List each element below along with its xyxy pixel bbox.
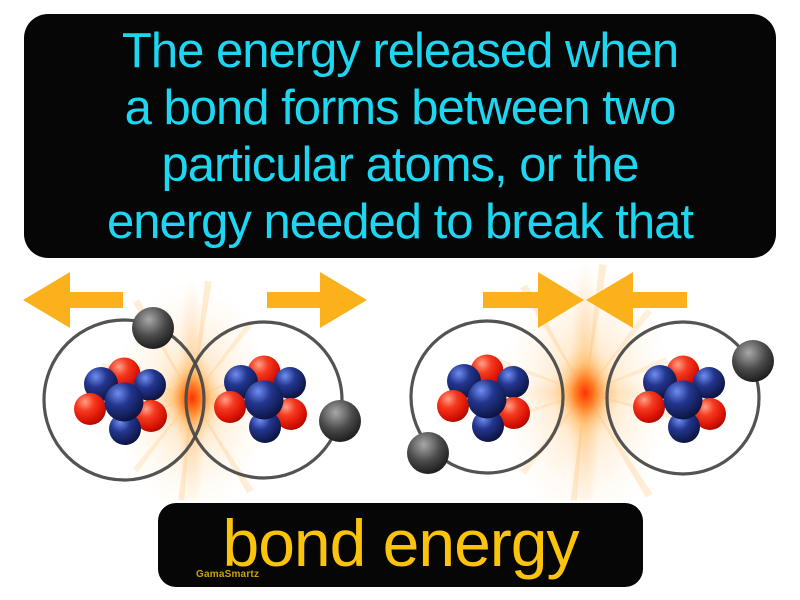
orbit-ring [184,320,344,480]
orbit-ring [42,318,206,482]
term-box: bond energy GamaSmartz [158,503,643,587]
term-label: bond energy [222,506,580,580]
orbit-ring [605,320,761,476]
arrow-left-icon [586,272,687,328]
definition-line-3: particular atoms, or the [161,138,639,192]
definition-line-1: The energy released when [121,24,679,78]
electron [732,340,774,382]
arrow-left-icon [23,272,123,328]
electron [132,307,174,349]
arrow-right-icon [267,272,367,328]
definition-line-4: energy needed to break that [107,195,694,249]
electron [407,432,449,474]
brand-watermark: GamaSmartz [196,569,260,580]
electron [319,400,361,442]
definition-line-2: a bond forms between two [124,81,677,135]
arrow-right-icon [483,272,584,328]
definition-box: The energy released when a bond forms be… [24,14,776,258]
orbit-ring [409,319,565,475]
atoms-diagram [23,260,774,500]
